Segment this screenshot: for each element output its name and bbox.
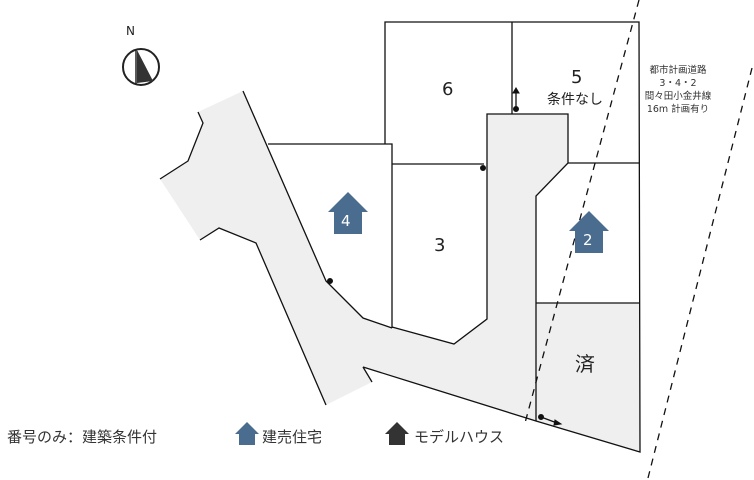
ready-built-house-icon — [569, 211, 609, 253]
lot-2-label[interactable]: 2 — [583, 231, 593, 249]
road-note-line: 3・4・2 — [659, 78, 697, 89]
legend-model-house-icon — [385, 422, 409, 445]
road-area — [160, 91, 640, 452]
compass-icon — [122, 48, 160, 86]
road-note-line: 16m 計画有り — [646, 104, 710, 115]
legend-model-house: モデルハウス — [414, 428, 505, 446]
lot-6-label[interactable]: 6 — [442, 79, 454, 100]
planned-road-line — [647, 67, 753, 479]
lot-5-label[interactable]: 5 — [571, 67, 583, 88]
ready-built-house-icon — [328, 192, 368, 234]
lot-4-label[interactable]: 4 — [341, 212, 351, 230]
legend-ready-built: 建売住宅 — [262, 428, 323, 446]
lot-boundaries — [159, 21, 641, 453]
planned-road-note: 都市計画道路 3・4・2 間々田小金井線 16m 計画有り — [640, 64, 716, 116]
boundary-markers — [327, 87, 563, 426]
lot-3-label[interactable]: 3 — [434, 235, 446, 256]
road-note-line: 都市計画道路 — [649, 65, 707, 76]
legend-conditional: 番号のみ：建築条件付 — [7, 428, 158, 446]
lot-sold-label[interactable]: 済 — [575, 352, 595, 376]
compass-north-label: N — [126, 24, 135, 38]
planned-road-line — [524, 0, 640, 424]
road-note-line: 間々田小金井線 — [644, 91, 712, 102]
lot-5-note: 条件なし — [547, 92, 603, 108]
legend-ready-built-icon — [235, 422, 259, 445]
